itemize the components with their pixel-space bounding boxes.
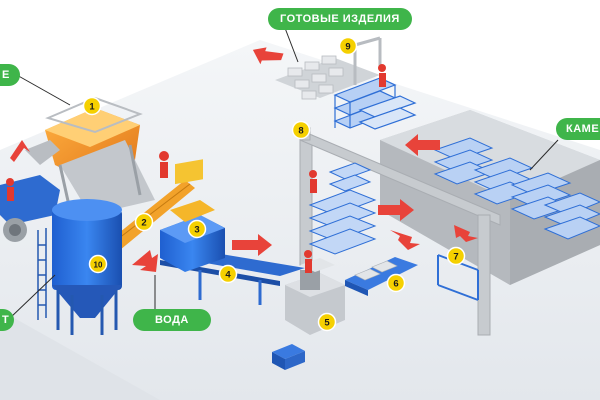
step-marker-4: 4 [218,264,238,284]
step-marker-9: 9 [338,36,358,56]
arrow-to-chamber [390,230,420,250]
step-marker-number: 10 [94,261,103,270]
step-marker-circle [291,120,311,140]
label-leaders [9,27,559,319]
step-marker-number: 1 [89,102,95,113]
gantry-frame [299,127,501,336]
floor-shadow [0,310,160,400]
label-left-top: Е [0,64,20,86]
label-left-bottom: Т [0,309,14,331]
step-marker-6: 6 [386,273,406,293]
rack-top [333,77,417,130]
hydraulic-station [272,344,305,370]
step-marker-number: 3 [194,225,199,236]
step-marker-2: 2 [134,212,154,232]
step-marker-8: 8 [291,120,311,140]
step-marker-number: 5 [324,318,330,329]
arrow-rack-out [378,199,414,221]
step-marker-circle [134,212,154,232]
step-marker-5: 5 [317,312,337,332]
rack-middle [308,162,377,255]
step-marker-circle [386,273,406,293]
step-marker-7: 7 [446,246,466,266]
label-ready-products: ГОТОВЫЕ ИЗДЕЛИЯ [268,8,412,30]
concrete-mixer [160,159,225,272]
arrow-water [132,250,158,272]
pallet-conveyor [345,257,418,296]
step-marker-10: 10 [88,254,108,274]
step-marker-circle [338,36,358,56]
step-marker-number: 4 [225,270,231,281]
chamber-racks [433,137,600,240]
aggregate-hopper [45,96,155,215]
arrow-to-conveyor [232,234,272,256]
step-marker-circle [82,96,102,116]
step-marker-circle [446,246,466,266]
step-marker-circle [187,219,207,239]
step-marker-circle [317,312,337,332]
flow-arrows [10,47,478,272]
step-marker-circle [88,254,108,274]
step-marker-number: 6 [393,279,398,290]
step-marker-number: 7 [453,252,458,263]
front-loader [0,140,60,242]
step-marker-number: 8 [298,126,303,137]
screw-conveyor [109,180,195,250]
step-marker-3: 3 [187,219,207,239]
arrow-from-chamber [405,134,440,156]
workers [6,64,386,273]
step-marker-circle [218,264,238,284]
label-water: ВОДА [133,309,211,331]
arrow-elevator [454,225,478,242]
label-chamber: КАМЕ [556,118,600,140]
arrow-loader [10,140,30,162]
step-markers: 1 2 3 4 5 6 7 8 9 10 [82,36,466,332]
arrow-ready [252,47,284,65]
step-marker-number: 9 [345,42,350,53]
step-marker-number: 2 [141,218,146,229]
step-marker-1: 1 [82,96,102,116]
